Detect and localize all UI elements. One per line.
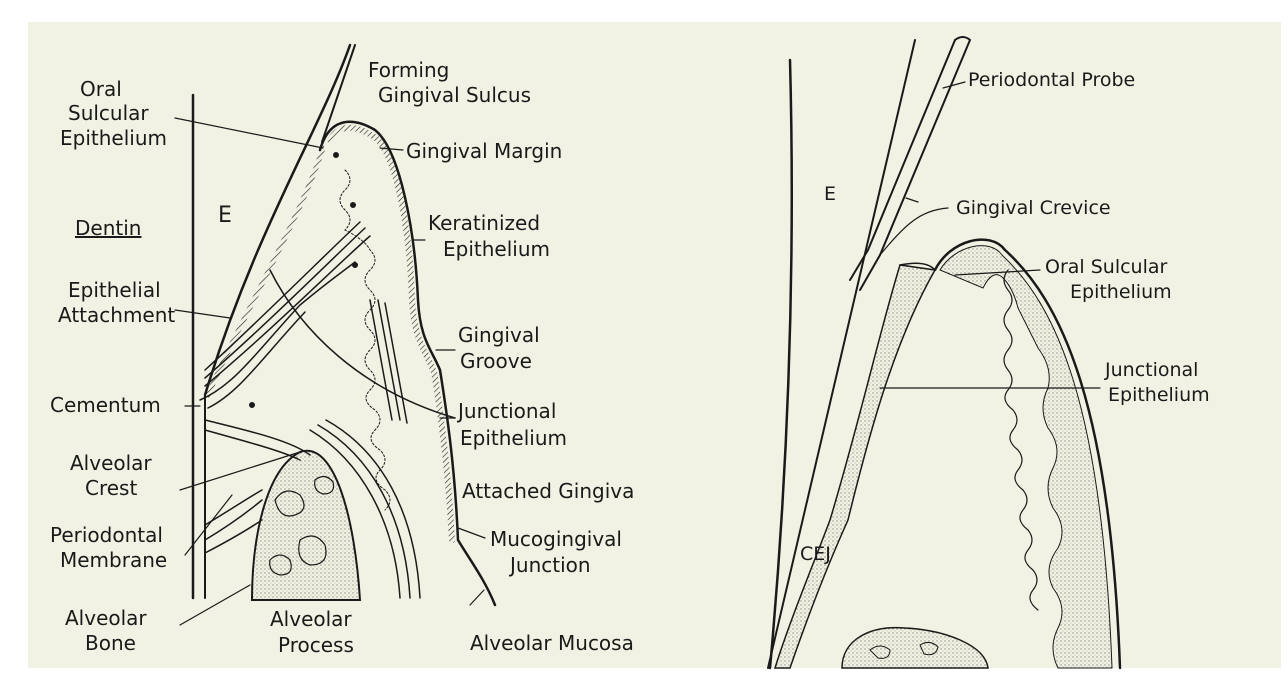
label-keratinized-epithelium: Keratinized Epithelium	[428, 211, 550, 261]
label-gingival-groove: Gingival Groove	[458, 323, 546, 373]
label-oral-sulcular-epithelium: Oral Sulcular Epithelium	[60, 77, 167, 150]
rete-ridge-line	[340, 170, 390, 510]
left-diagram	[175, 45, 495, 625]
label-cementum: Cementum	[50, 393, 161, 417]
label-alveolar-mucosa: Alveolar Mucosa	[470, 631, 634, 655]
alveolar-bone	[252, 451, 360, 600]
label-junctional-epithelium-left: Junctional Epithelium	[456, 399, 567, 450]
bone-fragment	[842, 628, 988, 668]
label-cej: CEJ	[800, 543, 831, 565]
label-alveolar-crest: Alveolar Crest	[70, 451, 158, 500]
oral-epithelium-shading	[940, 246, 1112, 668]
right-diagram	[768, 37, 1120, 668]
label-enamel-left: E	[218, 203, 232, 228]
label-alveolar-process: Alveolar Process	[270, 607, 358, 657]
label-gingival-margin: Gingival Margin	[406, 139, 562, 163]
label-attached-gingiva: Attached Gingiva	[462, 479, 634, 503]
label-forming-gingival-sulcus: Forming Gingival Sulcus	[368, 58, 531, 107]
junctional-epithelium-band	[775, 265, 935, 668]
label-mucogingival-junction: Mucogingival Junction	[490, 527, 628, 577]
label-oral-sulcular-epithelium-right: Oral Sulcular Epithelium	[1045, 256, 1173, 303]
label-gingival-crevice: Gingival Crevice	[956, 197, 1111, 219]
label-junctional-epithelium-right: Junctional Epithelium	[1104, 359, 1210, 406]
label-epithelial-attachment: Epithelial Attachment	[58, 278, 175, 327]
label-dentin: Dentin	[75, 216, 141, 240]
label-periodontal-probe: Periodontal Probe	[968, 69, 1135, 91]
label-enamel-right: E	[824, 183, 836, 205]
label-alveolar-bone: Alveolar Bone	[65, 606, 153, 655]
label-periodontal-membrane: Periodontal Membrane	[50, 523, 169, 572]
sulcular-epithelium-line	[208, 148, 323, 395]
